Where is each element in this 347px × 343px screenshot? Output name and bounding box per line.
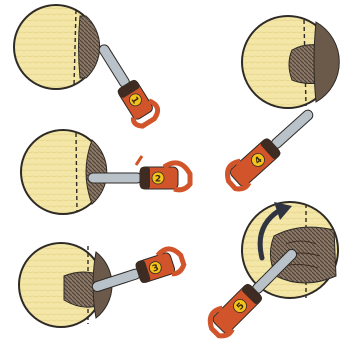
step-1-chainsaw: 1 bbox=[91, 38, 162, 129]
step-3-scene: 3 bbox=[19, 243, 186, 327]
step-4-scene: 4 bbox=[222, 16, 340, 193]
step-2-number: 2 bbox=[155, 174, 161, 184]
step-2-scene: 2 bbox=[21, 130, 190, 214]
step-4-chainsaw: 4 bbox=[222, 101, 320, 193]
step-1-log bbox=[14, 5, 100, 89]
step-1-scene: 1 bbox=[14, 5, 162, 129]
step-4-log bbox=[242, 16, 339, 108]
step-2-log bbox=[21, 130, 107, 214]
step-5-scene: 5 bbox=[204, 202, 338, 340]
